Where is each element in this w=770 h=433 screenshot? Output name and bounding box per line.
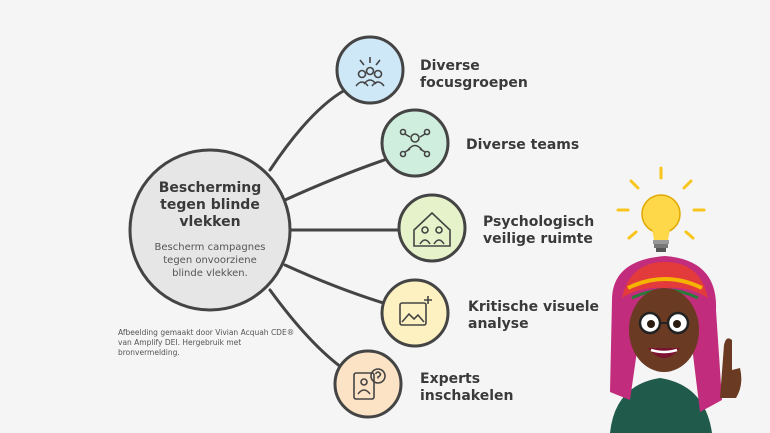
branch-label-1: Diverse focusgroepen <box>420 58 528 91</box>
connectors <box>268 88 407 372</box>
expert-question-icon <box>353 368 386 400</box>
center-title: Bescherming tegen blinde vlekken <box>158 180 262 230</box>
avatar <box>610 256 742 433</box>
connector-1 <box>268 88 347 172</box>
lightbulb-icon <box>616 166 706 252</box>
branch-label-2: Diverse teams <box>466 137 580 153</box>
credit-text: Afbeelding gemaakt door Vivian Acquah CD… <box>118 328 295 357</box>
team-network-icon <box>399 128 431 158</box>
branch-circle-4 <box>380 278 450 348</box>
image-sparkle-icon <box>399 296 432 326</box>
focus-group-icon <box>355 57 385 87</box>
safe-house-icon <box>413 211 451 247</box>
branch-circle-1 <box>335 35 405 105</box>
branch-label-5: Experts inschakelen <box>420 371 514 404</box>
connector-4 <box>283 263 392 307</box>
branch-circle-5 <box>333 349 403 419</box>
center-circle <box>128 148 292 312</box>
branch-label-3: Psychologisch veilige ruimte <box>483 214 595 247</box>
branch-label-4: Kritische visuele analyse <box>468 299 600 332</box>
connector-5 <box>268 288 347 372</box>
center-subtitle: Bescherm campagnes tegen onvoorziene bli… <box>154 242 266 279</box>
branch-circle-2 <box>380 108 450 178</box>
connector-2 <box>283 156 392 202</box>
branch-circle-3 <box>397 193 467 263</box>
